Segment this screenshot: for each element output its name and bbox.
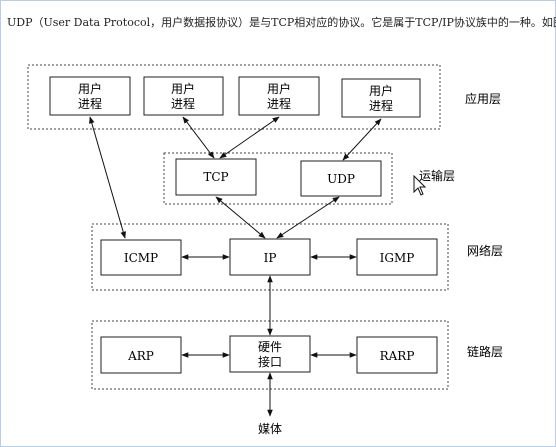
- ip-box: IP: [229, 238, 311, 276]
- process-label-line2: 进程: [171, 96, 195, 111]
- hardware-label-line2: 接口: [258, 354, 282, 369]
- ip-label: IP: [264, 251, 277, 265]
- process-label-line1: 用户: [267, 81, 291, 96]
- arrow-process1-icmp: [89, 116, 126, 239]
- process-label-line2: 进程: [369, 98, 393, 113]
- link-layer-label: 链路层: [467, 344, 503, 359]
- tcp-box: TCP: [175, 158, 257, 196]
- icmp-label: ICMP: [124, 251, 158, 265]
- igmp-label: IGMP: [380, 251, 415, 265]
- icmp-box: ICMP: [100, 239, 182, 276]
- arp-label: ARP: [127, 349, 154, 363]
- application-layer-label: 应用层: [465, 91, 501, 106]
- user-process-box-1: 用户 进程: [49, 76, 131, 116]
- rarp-label: RARP: [380, 349, 415, 363]
- media-label: 媒体: [258, 422, 282, 436]
- process-label-line2: 进程: [78, 96, 102, 111]
- arrow-process4-udp: [342, 118, 382, 161]
- arrow-tcp-ip: [215, 196, 266, 239]
- arrow-udp-ip: [276, 196, 340, 239]
- mouse-cursor-icon: [413, 174, 427, 196]
- arp-box: ARP: [100, 336, 182, 374]
- arrow-process2-tcp: [182, 116, 215, 159]
- user-process-box-2: 用户 进程: [143, 76, 224, 116]
- hardware-interface-box: 硬件 接口: [229, 335, 311, 373]
- igmp-box: IGMP: [356, 238, 438, 276]
- user-process-box-4: 用户 进程: [341, 78, 421, 118]
- user-process-box-3: 用户 进程: [238, 76, 320, 116]
- udp-box: UDP: [300, 160, 382, 197]
- rarp-box: RARP: [356, 336, 438, 374]
- process-label-line1: 用户: [369, 83, 393, 98]
- process-label-line1: 用户: [171, 81, 195, 96]
- intro-text: UDP（User Data Protocol，用户数据报协议）是与TCP相对应的…: [7, 16, 556, 29]
- udp-label: UDP: [327, 172, 355, 186]
- process-label-line2: 进程: [267, 96, 291, 111]
- tcp-label: TCP: [203, 170, 228, 184]
- hardware-label-line1: 硬件: [258, 340, 282, 354]
- transport-layer-label: 运输层: [419, 168, 455, 183]
- arrow-process3-tcp: [219, 116, 280, 159]
- process-label-line1: 用户: [78, 81, 102, 96]
- network-layer-label: 网络层: [467, 243, 503, 258]
